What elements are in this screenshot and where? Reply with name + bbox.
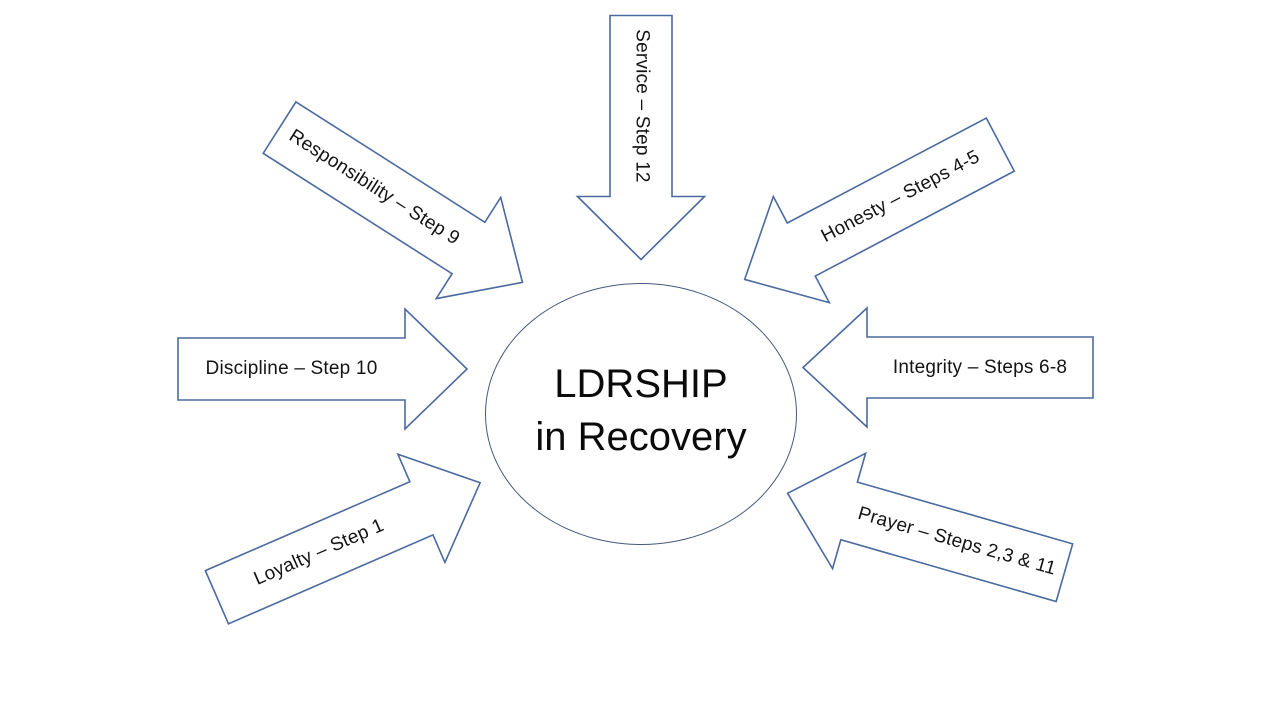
- arrow-integrity-label: Integrity – Steps 6-8: [892, 356, 1068, 378]
- arrow-discipline-label: Discipline – Step 10: [205, 358, 378, 379]
- center-ellipse: LDRSHIP in Recovery: [485, 283, 797, 545]
- arrow-service: Service – Step 12: [575, 14, 707, 261]
- left-arrow-icon: [786, 451, 1074, 603]
- right-arrow-icon: [262, 100, 524, 300]
- center-title: LDRSHIP in Recovery: [535, 358, 746, 464]
- down-arrow-icon: [575, 14, 707, 261]
- arrow-service-label: Service – Step 12: [631, 29, 653, 183]
- arrow-loyalty: Loyalty – Step 1: [193, 429, 503, 652]
- left-arrow-icon: [743, 116, 1016, 304]
- arrow-prayer: Prayer – Steps 2,3 & 11: [771, 436, 1081, 631]
- arrow-honesty: Honesty – Steps 4-5: [717, 92, 1029, 333]
- left-arrow-icon: [801, 306, 1094, 429]
- arrow-discipline: Discipline – Step 10: [177, 307, 469, 431]
- center-title-line1: LDRSHIP: [554, 362, 728, 407]
- center-title-line2: in Recovery: [535, 415, 747, 459]
- right-arrow-icon: [204, 452, 482, 625]
- arrow-responsibility: Responsibility – Step 9: [247, 77, 554, 333]
- arrow-integrity: Integrity – Steps 6-8: [801, 306, 1094, 429]
- right-arrow-icon: [177, 307, 469, 431]
